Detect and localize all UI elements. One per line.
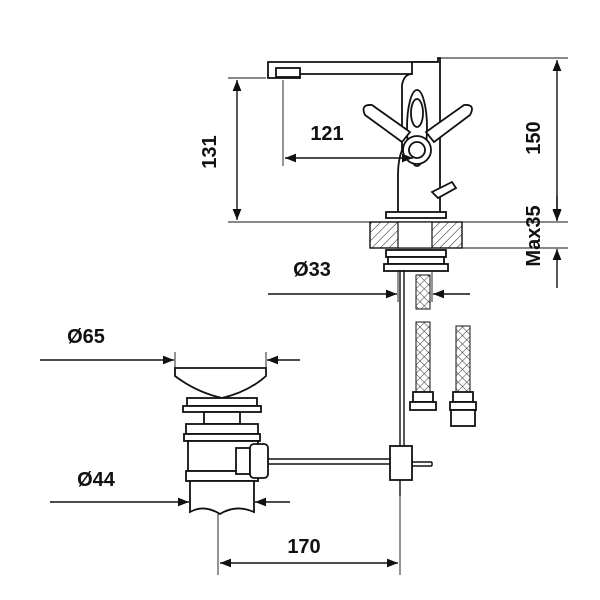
dimension-hole-diameter: Ø33 xyxy=(268,259,470,302)
dim-121-label: 121 xyxy=(310,123,343,145)
dimension-spout-height: 131 xyxy=(199,77,370,223)
braided-hose-icon xyxy=(399,270,477,450)
dim-d33-label: Ø33 xyxy=(293,259,331,281)
dim-131-label: 131 xyxy=(199,135,221,168)
dimension-total-height: 150 xyxy=(438,57,568,223)
pop-up-waste-icon xyxy=(174,367,433,516)
dimension-max-deck: Max35 xyxy=(462,196,568,288)
dimension-waste-offset: 170 xyxy=(217,496,401,575)
dim-d44-label: Ø44 xyxy=(77,469,116,491)
dim-max35-label: Max35 xyxy=(523,205,545,266)
faucet-icon xyxy=(267,57,473,219)
dim-170-label: 170 xyxy=(287,536,320,558)
dimension-waste-body: Ø44 xyxy=(50,469,290,507)
dimension-spout-reach: 121 xyxy=(282,80,413,166)
dimension-waste-top: Ø65 xyxy=(40,326,300,368)
dim-d65-label: Ø65 xyxy=(67,326,105,348)
dim-150-label: 150 xyxy=(523,121,545,154)
mounting-nut xyxy=(383,249,449,272)
countertop xyxy=(369,221,463,249)
